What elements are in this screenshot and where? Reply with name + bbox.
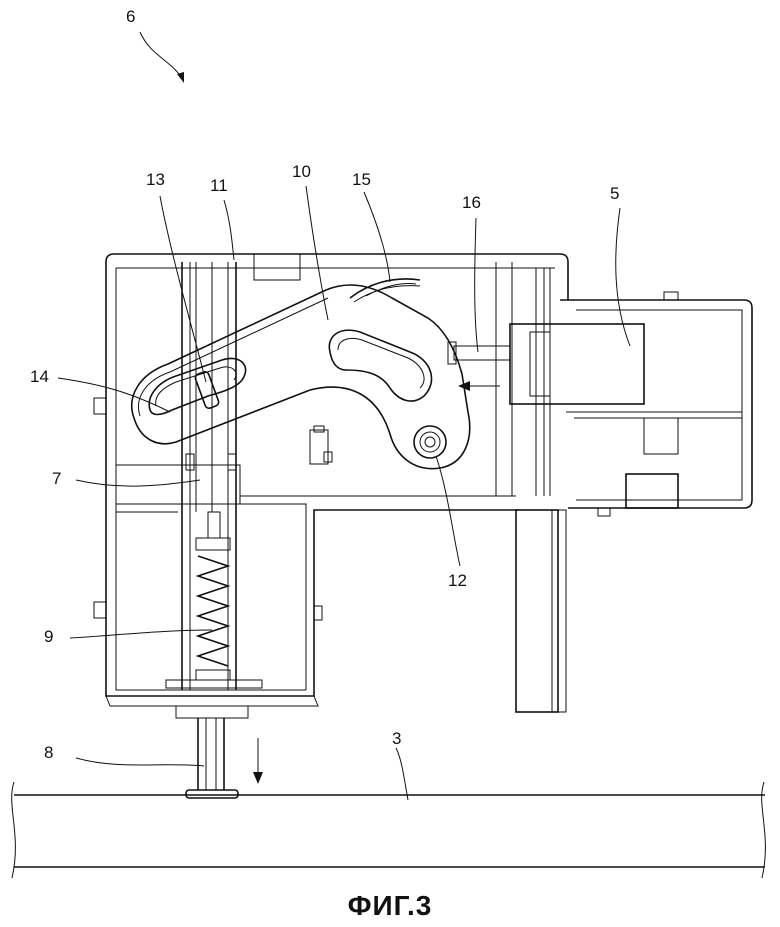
label-14: 14 [30,367,49,386]
leaders [57,185,631,801]
surface-3 [11,781,766,879]
label-6: 6 [126,7,136,26]
arrow-left [458,381,500,391]
label-10: 10 [292,162,311,181]
actuator-5 [447,291,753,517]
slider-7 [181,262,237,690]
figure-caption: ФИГ.3 [347,890,433,921]
housing [93,253,569,707]
label-16: 16 [462,193,481,212]
label-5: 5 [610,184,620,203]
plunger-8 [175,705,249,799]
inner-walls [495,262,551,496]
label-13: 13 [146,170,165,189]
spring-9 [165,511,263,689]
label-12: 12 [448,571,467,590]
spring-15 [349,278,421,303]
label-8: 8 [44,743,54,762]
leader-6 [139,31,184,83]
label-9: 9 [44,627,54,646]
arrow-down [253,738,263,784]
label-11: 11 [210,176,228,195]
label-7: 7 [52,469,62,488]
label-15: 15 [352,170,371,189]
lower-leg [515,509,567,713]
label-3: 3 [392,729,402,748]
lever-10 [131,284,471,470]
